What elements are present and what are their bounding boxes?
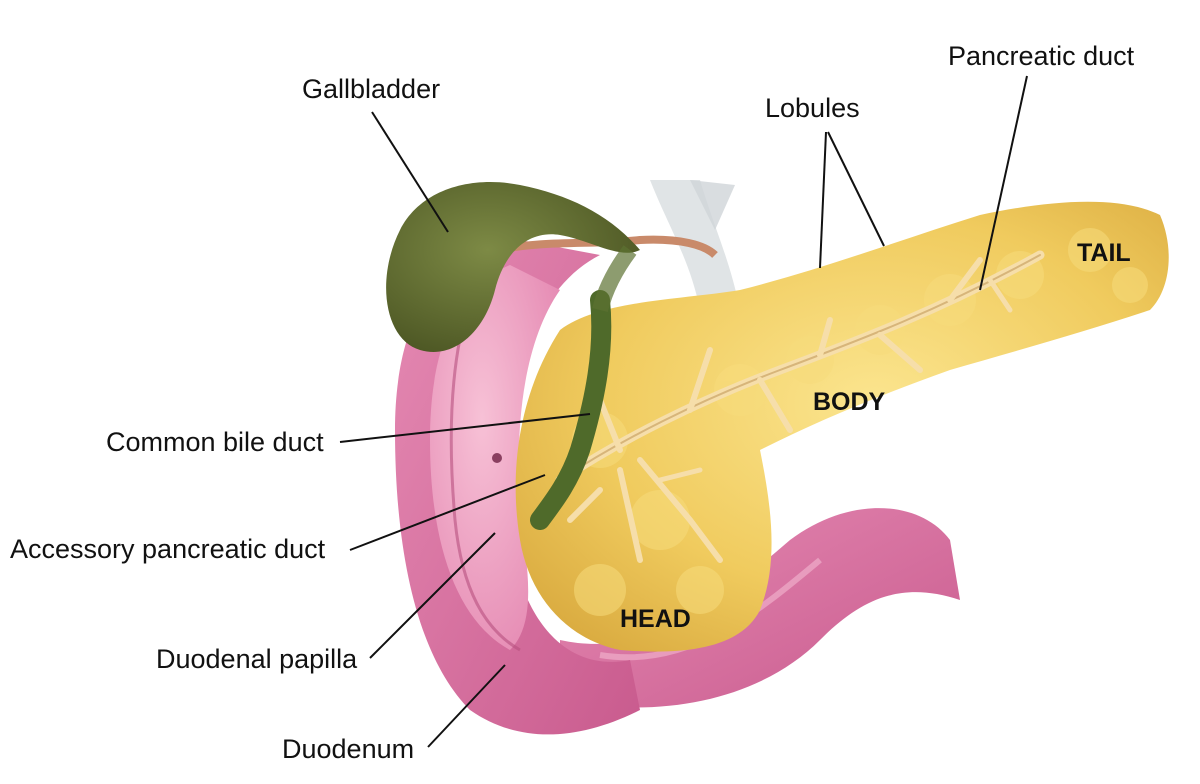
label-pancreatic-duct: Pancreatic duct (948, 41, 1135, 71)
leader-lobules-2 (827, 131, 885, 247)
label-common-bile-duct: Common bile duct (106, 427, 324, 457)
gallbladder-organ (386, 182, 640, 352)
label-duodenum: Duodenum (282, 734, 415, 764)
label-duodenal-papilla: Duodenal papilla (156, 644, 358, 674)
leader-gallbladder (371, 111, 449, 233)
papilla-dot (492, 453, 502, 463)
leader-duodenal-papilla (369, 532, 496, 659)
label-gallbladder: Gallbladder (302, 74, 441, 104)
region-body: BODY (813, 388, 886, 416)
label-lobules: Lobules (765, 93, 860, 123)
region-tail: TAIL (1077, 239, 1131, 267)
label-accessory-pancreatic-duct: Accessory pancreatic duct (10, 534, 326, 564)
leader-pancreatic-duct (979, 75, 1028, 291)
leader-lobules-1 (819, 131, 827, 269)
leader-lines (339, 75, 1028, 748)
common-bile-duct-organ (530, 245, 637, 530)
pancreatic-duct-tree (555, 250, 1045, 563)
region-head: HEAD (620, 605, 691, 633)
leader-duodenum (427, 664, 506, 748)
leader-accessory-duct (349, 474, 546, 551)
leader-common-bile-duct (339, 413, 591, 443)
